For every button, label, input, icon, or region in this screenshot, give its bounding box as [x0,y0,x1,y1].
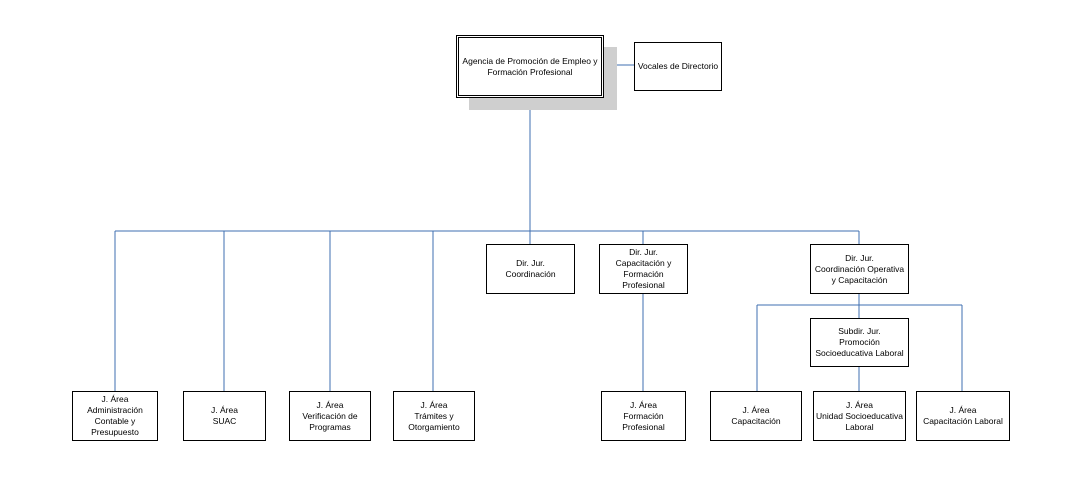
node-dir-capacitacion: Dir. Jur. Capacitación y Formación Profe… [599,244,688,294]
node-vocales-directorio: Vocales de Directorio [634,42,722,91]
node-area-verificacion: J. Área Verificación de Programas [289,391,371,441]
node-dir-coordinacion-operativa: Dir. Jur. Coordinación Operativa y Capac… [810,244,909,294]
node-agencia: Agencia de Promoción de Empleo y Formaci… [456,35,604,98]
node-area-capacitacion-laboral: J. Área Capacitación Laboral [916,391,1010,441]
node-subdir-promocion: Subdir. Jur. Promoción Socioeducativa La… [810,318,909,367]
node-area-formacion: J. Área Formación Profesional [601,391,686,441]
node-area-capacitacion: J. Área Capacitación [710,391,802,441]
node-area-contable: J. Área Administración Contable y Presup… [72,391,158,441]
node-area-tramites: J. Área Trámites y Otorgamiento [393,391,475,441]
node-area-suac: J. Área SUAC [183,391,266,441]
node-area-unidad-socioeducativa: J. Área Unidad Socioeducativa Laboral [813,391,906,441]
node-dir-coordinacion: Dir. Jur. Coordinación [486,244,575,294]
